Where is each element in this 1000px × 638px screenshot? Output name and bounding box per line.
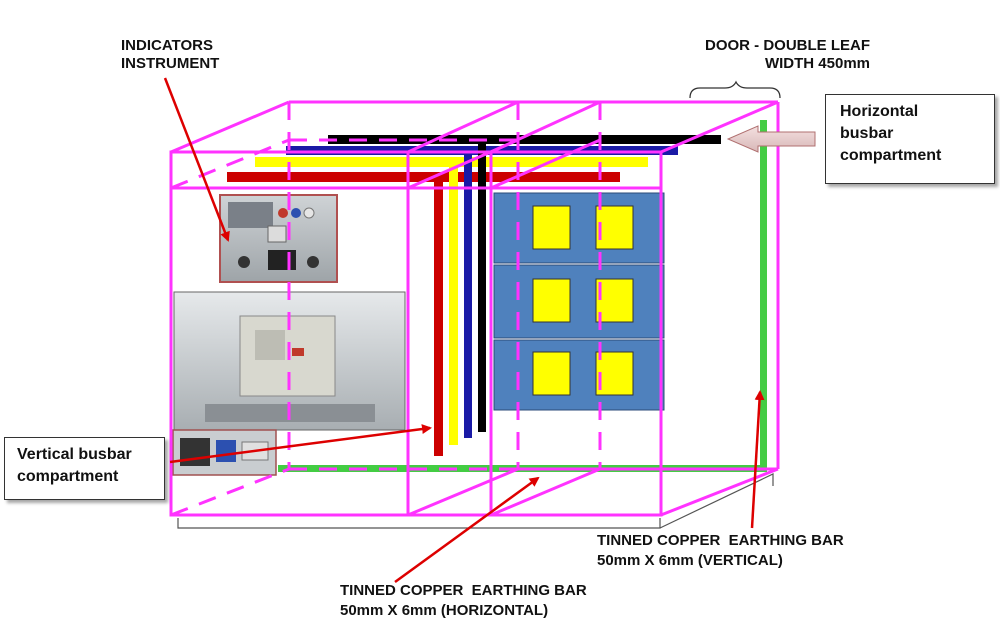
block-arrow-horizontal-busbar [726, 125, 816, 153]
vertical-busbar-line2: compartment [17, 468, 119, 485]
door-line2: WIDTH 450mm [764, 55, 870, 72]
base-dimension-bracket [177, 473, 774, 529]
indicator-instrument-photo [219, 194, 338, 283]
door-line1: DOOR - DOUBLE LEAF [705, 37, 870, 54]
module-panel-2 [493, 264, 665, 339]
busbar-black-vertical [478, 140, 486, 432]
arrow-earth-horizontal [394, 476, 540, 584]
arrow-vertical-busbar [169, 424, 432, 464]
module-panel-1 [493, 192, 665, 264]
horizontal-busbar-line3: compartment [840, 147, 942, 164]
arrow-earth-vertical [750, 390, 765, 529]
door-label: DOOR - DOUBLE LEAF WIDTH 450mm [686, 37, 870, 73]
busbar-red-vertical [434, 176, 443, 456]
earthing-vertical-label: TINNED COPPER EARTHING BAR 50mm X 6mm (V… [597, 531, 844, 571]
module-window [532, 205, 571, 250]
earthing-bar-vertical [760, 120, 767, 472]
vertical-busbar-line1: Vertical busbar [17, 446, 132, 463]
vertical-busbar-callout: Vertical busbar compartment [4, 437, 165, 500]
earth-vertical-line2: 50mm X 6mm (VERTICAL) [597, 552, 783, 569]
earth-horizontal-line1: TINNED COPPER EARTHING BAR [340, 582, 587, 599]
module-window [595, 351, 634, 396]
busbar-black-horizontal [328, 135, 721, 144]
module-window [595, 278, 634, 323]
module-window [532, 351, 571, 396]
indicators-instrument-label: INDICATORS INSTRUMENT [121, 37, 219, 73]
busbar-red-horizontal [227, 172, 620, 182]
module-window [595, 205, 634, 250]
indicators-line1: INDICATORS [121, 37, 213, 54]
horizontal-busbar-callout: Horizontal busbar compartment [825, 94, 995, 184]
door-width-brace [689, 80, 781, 99]
earth-horizontal-line2: 50mm X 6mm (HORIZONTAL) [340, 602, 549, 619]
earthing-horizontal-label: TINNED COPPER EARTHING BAR 50mm X 6mm (H… [340, 581, 587, 621]
horizontal-busbar-line2: busbar [840, 125, 894, 142]
module-window [532, 278, 571, 323]
cabinet-frame [169, 100, 780, 517]
busbar-yellow-vertical [449, 162, 458, 445]
hidden-edges [170, 102, 602, 517]
vertical-busbars [434, 140, 486, 456]
module-panel-3 [493, 339, 665, 411]
pointer-arrows [163, 77, 765, 584]
busbar-blue-vertical [464, 152, 472, 438]
bottom-terminal-photo [172, 429, 277, 476]
arrow-indicators [163, 77, 230, 242]
breaker-modules [493, 192, 665, 411]
earth-vertical-line1: TINNED COPPER EARTHING BAR [597, 532, 844, 549]
horizontal-busbar-line1: Horizontal [840, 103, 919, 120]
indicators-line2: INSTRUMENT [121, 55, 220, 72]
